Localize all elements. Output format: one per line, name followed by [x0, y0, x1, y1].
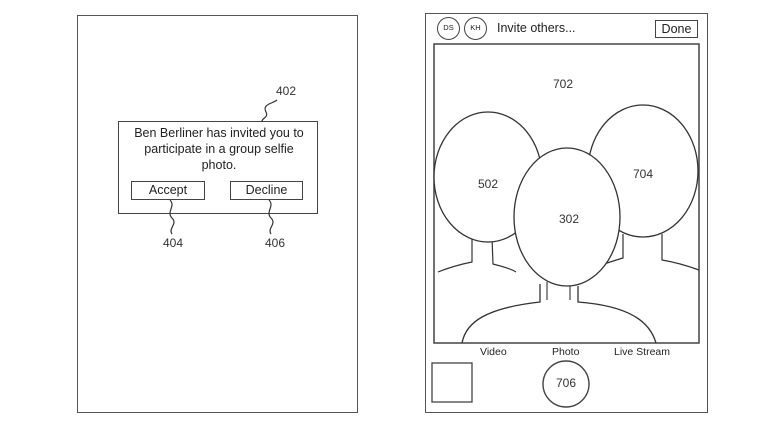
- accept-callout-label: 404: [163, 236, 184, 250]
- accept-button[interactable]: Accept: [131, 181, 205, 200]
- face-502-neck-right: [491, 237, 517, 273]
- camera-viewfinder: [433, 43, 700, 344]
- face-704-label: 704: [633, 167, 654, 181]
- face-302-label: 302: [559, 212, 580, 226]
- participant-avatar-kh[interactable]: KH: [464, 17, 487, 40]
- invitation-message: Ben Berliner has invited you to particip…: [134, 126, 304, 172]
- face-704-neck-right: [661, 234, 700, 271]
- mode-photo[interactable]: Photo: [552, 346, 580, 358]
- gallery-thumbnail: [431, 362, 473, 403]
- accept-callout-line: [169, 199, 175, 235]
- dialog-callout-label: 402: [276, 84, 297, 98]
- gallery-thumbnail-button[interactable]: [432, 363, 472, 402]
- left-phone-screen: [77, 15, 358, 413]
- done-button[interactable]: Done: [655, 20, 698, 38]
- decline-button[interactable]: Decline: [230, 181, 303, 200]
- decline-callout-line: [268, 199, 274, 235]
- collar-302: [546, 282, 571, 300]
- face-502-label: 502: [478, 177, 499, 191]
- invite-others-link[interactable]: Invite others...: [497, 21, 576, 35]
- mode-video[interactable]: Video: [480, 346, 507, 358]
- mode-live-stream[interactable]: Live Stream: [614, 346, 671, 358]
- decline-callout-label: 406: [265, 236, 286, 250]
- shutter-button: [542, 360, 590, 408]
- viewfinder-callout-label: 702: [553, 77, 574, 91]
- shoulders-302: [461, 284, 657, 344]
- dialog-callout-line: [261, 99, 278, 123]
- face-502-neck-left: [437, 236, 473, 273]
- face-302: [513, 147, 621, 287]
- participant-avatar-ds[interactable]: DS: [437, 17, 460, 40]
- shutter-button-label[interactable]: 706: [555, 376, 577, 390]
